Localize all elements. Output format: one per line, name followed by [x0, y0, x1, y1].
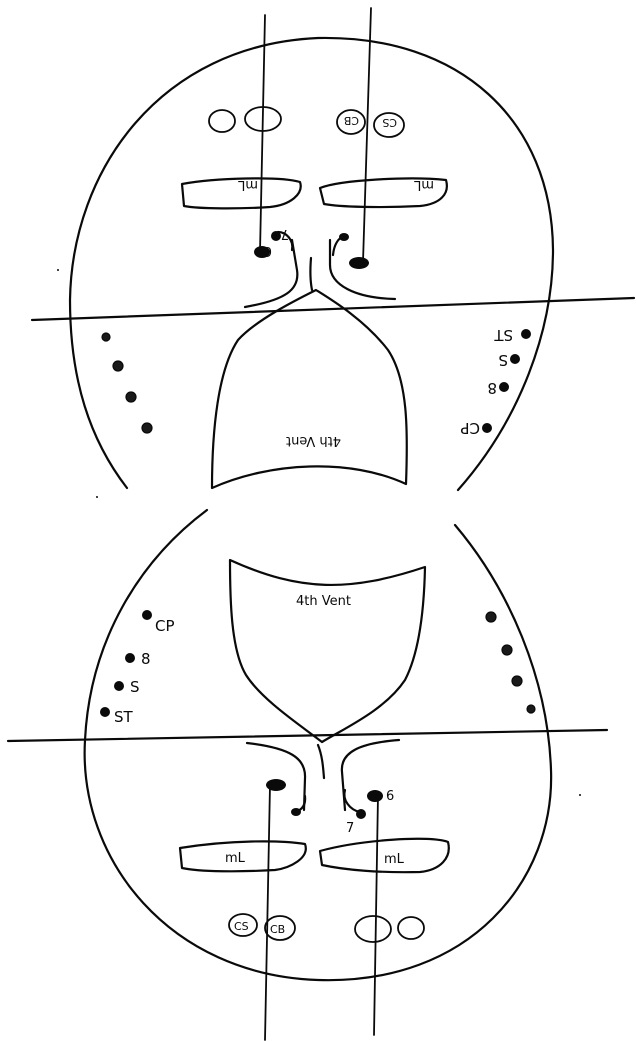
top-nucleus-7: [271, 231, 281, 241]
top-circle-1: [208, 109, 236, 133]
bottom-6-label: 6: [386, 789, 394, 804]
bottom-tract-dot-st: [100, 707, 110, 717]
top-nerve-7-stroke: [276, 230, 294, 252]
top-cb-label: CB: [344, 114, 359, 127]
top-cs-label: CS: [382, 116, 397, 129]
bottom-median-stem: [316, 743, 326, 780]
top-label-st: ST: [493, 326, 513, 344]
top-nucleus-6: [254, 246, 270, 258]
bottom-dot-right-1: [485, 611, 497, 623]
top-median-groove: [243, 238, 299, 309]
bottom-fourth-ventricle: [228, 558, 427, 744]
bottom-ml-right-label: mL: [384, 852, 405, 867]
bottom-nerve-7-stroke: [343, 788, 362, 814]
bottom-circle-4: [397, 916, 425, 940]
bottom-dot-right-3: [511, 675, 523, 687]
top-label-8: 8: [487, 379, 497, 397]
top-tract-dot-cp: [482, 423, 492, 433]
bottom-ml-left: [178, 840, 307, 873]
top-tract-dot-s: [510, 354, 520, 364]
top-nerve-line-left: [259, 14, 266, 253]
top-section: 4th Vent ST S 8 CP mL mL CS CB 6 7: [30, 7, 636, 492]
top-tract-dot-st: [521, 329, 531, 339]
bottom-cs-label: CS: [234, 920, 249, 933]
bottom-label-cp: CP: [155, 617, 175, 635]
top-circle-2: [244, 106, 282, 132]
bottom-median-groove: [245, 741, 307, 812]
bottom-cb-circle: [264, 915, 296, 941]
bottom-ml-left-label: mL: [225, 851, 246, 866]
bottom-label-s: S: [130, 678, 140, 696]
speck-2: [96, 496, 98, 498]
top-horizontal-line: [30, 296, 636, 322]
bottom-label-st: ST: [114, 708, 134, 726]
top-fourth-ventricle: [210, 288, 408, 490]
bottom-nerve-line-left: [264, 784, 271, 1041]
top-tract-dot-8: [499, 382, 509, 392]
bottom-cb-label: CB: [270, 923, 285, 936]
top-dot-left-2: [112, 360, 124, 372]
bottom-dot-right-4: [526, 704, 536, 714]
bottom-ventricle-label: 4th Vent: [296, 594, 351, 609]
top-dot-left-3: [125, 391, 137, 403]
bottom-nucleus-6: [367, 790, 383, 802]
bottom-tract-dot-cp: [142, 610, 152, 620]
top-cs-circle: [373, 112, 405, 138]
bottom-ml-right: [318, 837, 450, 874]
top-ml-left-label: mL: [237, 177, 258, 192]
bottom-tract-dot-s: [114, 681, 124, 691]
bottom-section: 4th Vent CP 8 S ST mL mL CS CB 6 7: [6, 508, 609, 1041]
bottom-nucleus-7: [291, 808, 301, 816]
top-7-label: 7: [281, 226, 289, 241]
bottom-cs-circle: [228, 913, 258, 937]
bottom-section-outline: [83, 508, 553, 982]
bottom-horizontal-line: [6, 728, 609, 743]
bottom-7-label: 7: [346, 821, 354, 836]
top-dot-left-1: [101, 332, 111, 342]
top-nucleus-right-small: [339, 233, 349, 241]
bottom-nerve-line-right: [373, 794, 379, 1036]
bottom-tract-dot-8: [125, 653, 135, 663]
bottom-label-8: 8: [141, 650, 151, 668]
top-median-groove-right: [328, 238, 397, 301]
bottom-median-groove-right: [340, 738, 401, 812]
top-ml-right-label: mL: [413, 177, 434, 192]
top-ventricle-label: 4th Vent: [286, 433, 341, 448]
top-cb-circle: [336, 109, 366, 135]
top-nerve-line-right: [362, 7, 372, 263]
bottom-dot-right-2: [501, 644, 513, 656]
speck-3: [579, 794, 581, 796]
bottom-circle-3: [354, 915, 392, 943]
top-nucleus-right: [349, 257, 369, 269]
top-median-stem: [309, 256, 314, 292]
top-label-s: S: [498, 351, 508, 369]
speck-1: [57, 269, 59, 271]
top-label-cp: CP: [460, 419, 480, 437]
top-ml-right: [318, 177, 448, 209]
top-6-label: 6: [264, 243, 272, 258]
bottom-nucleus-left: [266, 779, 286, 791]
top-ml-left: [180, 177, 302, 210]
top-section-outline: [68, 36, 555, 492]
top-dot-left-4: [141, 422, 153, 434]
